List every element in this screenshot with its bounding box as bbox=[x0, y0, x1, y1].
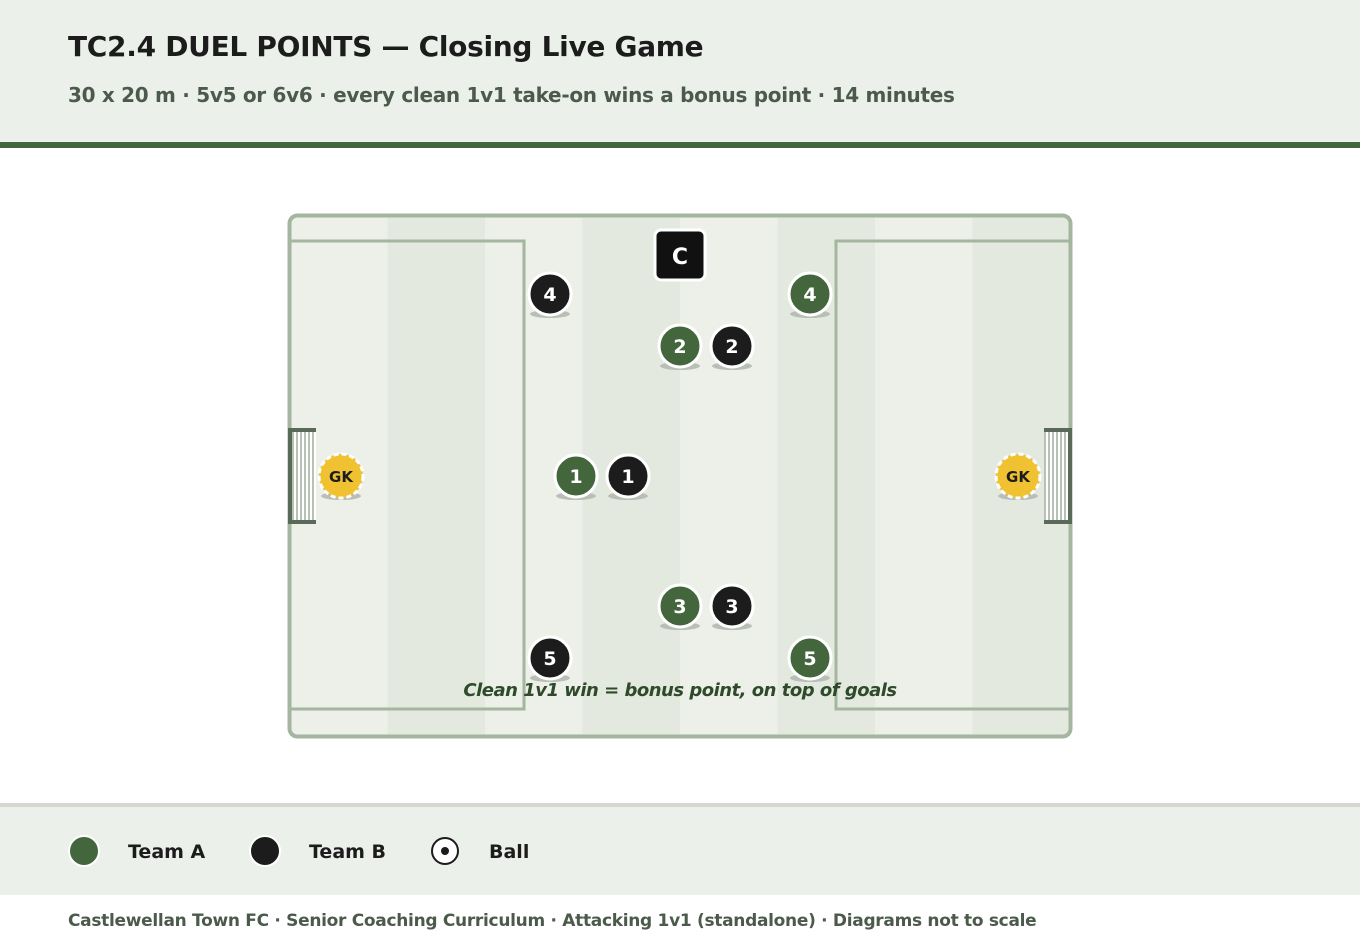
team-a-player-5-label: 5 bbox=[803, 648, 816, 670]
team-a-player-1: 1 bbox=[553, 453, 599, 500]
team-b-player-4-label: 4 bbox=[543, 284, 556, 306]
header-banner: TC2.4 DUEL POINTS — Closing Live Game 30… bbox=[0, 0, 1360, 148]
team-b-player-3-label: 3 bbox=[725, 596, 738, 618]
ball-icon bbox=[431, 837, 459, 865]
team-b-player-5: 5 bbox=[527, 635, 573, 682]
goalkeeper-right-label: GK bbox=[1006, 468, 1031, 486]
team-b-dot-icon bbox=[249, 835, 281, 867]
team-a-player-3-label: 3 bbox=[673, 596, 686, 618]
right-goal bbox=[1044, 428, 1072, 524]
team-b-player-1: 1 bbox=[605, 453, 651, 500]
team-b-player-3: 3 bbox=[709, 583, 755, 630]
team-a-player-5: 5 bbox=[787, 635, 833, 682]
team-b-player-4: 4 bbox=[527, 271, 573, 318]
team-a-player-2-label: 2 bbox=[673, 336, 686, 358]
team-a-player-1-label: 1 bbox=[569, 466, 582, 488]
team-b-player-1-label: 1 bbox=[621, 466, 634, 488]
goalkeeper-right: GK bbox=[994, 452, 1042, 500]
coach-marker: C bbox=[653, 228, 707, 282]
team-a-player-4-label: 4 bbox=[803, 284, 816, 306]
legend: Team A Team B Ball bbox=[0, 803, 1360, 895]
team-a-player-3: 3 bbox=[657, 583, 703, 630]
goalkeeper-left-label: GK bbox=[329, 468, 354, 486]
page-title: TC2.4 DUEL POINTS — Closing Live Game bbox=[68, 30, 704, 63]
team-b-player-2-label: 2 bbox=[725, 336, 738, 358]
pitch-diagram: C GK GK 4 4 2 2 1 1 bbox=[287, 213, 1073, 739]
legend-label-team-b: Team B bbox=[309, 841, 387, 863]
page-subtitle: 30 x 20 m · 5v5 or 6v6 · every clean 1v1… bbox=[68, 83, 955, 107]
team-a-player-4: 4 bbox=[787, 271, 833, 318]
footer-credit: Castlewellan Town FC · Senior Coaching C… bbox=[68, 911, 1037, 931]
team-b-player-2: 2 bbox=[709, 323, 755, 370]
goalkeeper-left: GK bbox=[317, 452, 365, 500]
team-b-player-5-label: 5 bbox=[543, 648, 556, 670]
team-a-player-2: 2 bbox=[657, 323, 703, 370]
legend-label-team-a: Team A bbox=[128, 841, 206, 863]
pitch-surface bbox=[290, 216, 1070, 736]
pitch-annotation: Clean 1v1 win = bonus point, on top of g… bbox=[463, 680, 897, 701]
coach-label: C bbox=[672, 245, 688, 270]
legend-label-ball: Ball bbox=[489, 841, 530, 863]
team-a-dot-icon bbox=[68, 835, 100, 867]
left-goal bbox=[288, 428, 316, 524]
